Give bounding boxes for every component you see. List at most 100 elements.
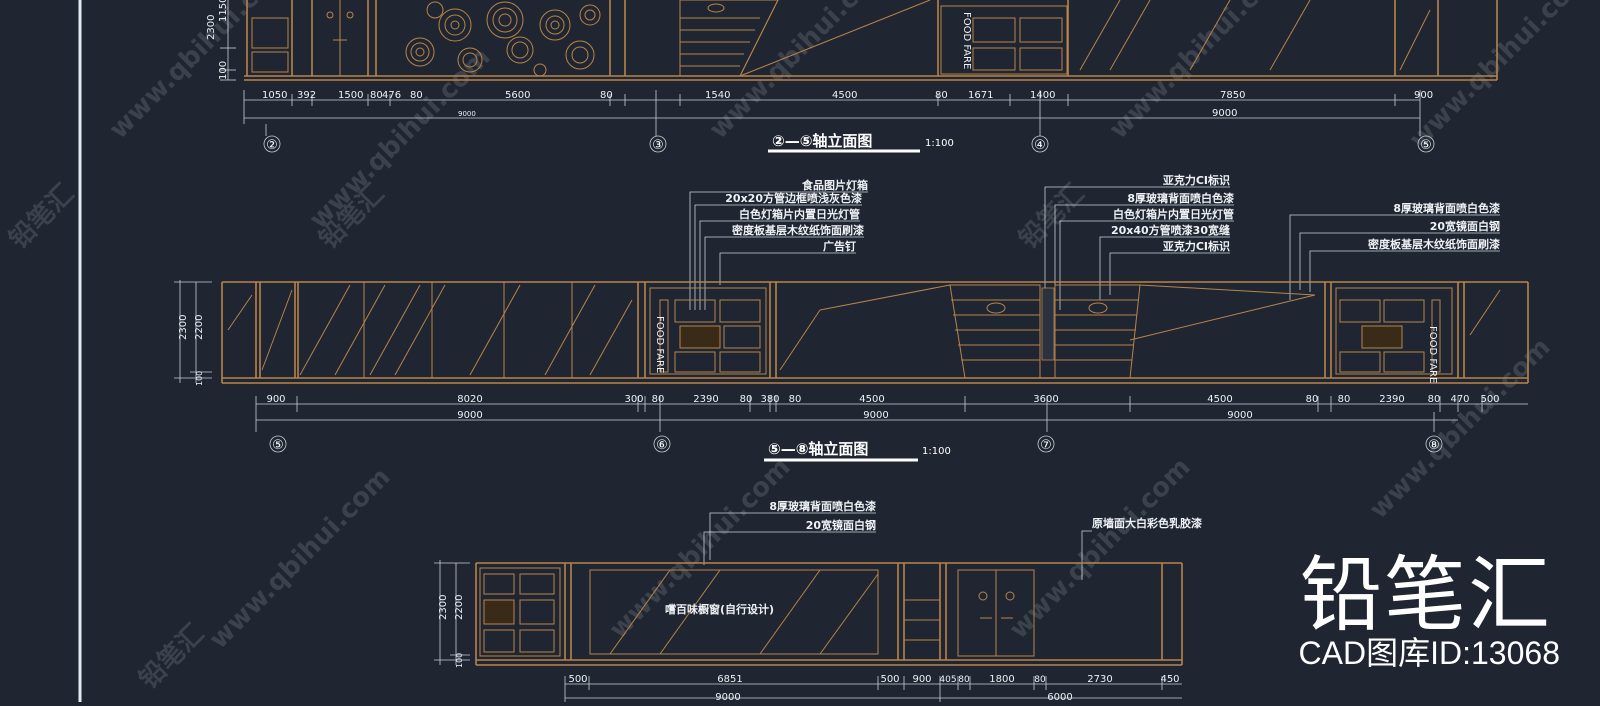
e3-dim-2: 6851 [717, 674, 742, 685]
watermark-diagonal-2: www.qbihui.com [304, 42, 497, 235]
e3-left-cabinet [479, 567, 561, 657]
e3-frame [475, 562, 1183, 666]
e2-dim-14: 2390 [1379, 394, 1404, 405]
e2-dims-top: 900 8020 300 80 2390 80 380 80 4500 3600… [266, 394, 1499, 405]
e1-circle-pattern [405, 1, 601, 77]
e2-note-mid-2: 8厚玻璃背面喷白色漆 [1127, 191, 1234, 205]
e2-axis-1: ⑤ [272, 438, 284, 453]
watermark-diagonal-6: www.qbihui.com [204, 462, 397, 655]
e2-height-dims [174, 280, 212, 383]
elevation-2: 食品图片灯箱 20x20方管边框喷浅灰色漆 白色灯箱片内置日光灯管 密度板基层木… [174, 173, 1529, 462]
watermark-stamp-3: 铅笔汇 [1013, 178, 1090, 255]
e3-dim-1: 500 [568, 674, 587, 685]
e2-leaders-left [689, 191, 868, 310]
e2-dim-17: 500 [1480, 394, 1499, 405]
e1-dims-top: 1050 392 1500 80 476 80 5600 80 1540 450… [262, 90, 1433, 101]
e2-leaders-mid [1044, 186, 1234, 310]
e1-glass-hatch [1079, 0, 1431, 71]
e3-dim-10: 450 [1160, 674, 1179, 685]
e3-notes-left: 8厚玻璃背面喷白色漆 20宽镜面白钢 [769, 499, 876, 532]
e2-dim-7: 380 [760, 394, 779, 405]
e1-dims-bottom: 9000 9000 [458, 108, 1237, 119]
e2-center-panels [779, 284, 1316, 379]
watermark-stamp-4: 铅笔汇 [133, 618, 210, 695]
watermark-stamp-1: 铅笔汇 [3, 178, 80, 255]
e1-axis-2: ③ [652, 138, 664, 153]
e2-dim-lines [255, 396, 1528, 432]
e3-middle-shelves [904, 599, 940, 641]
e1-dim-1: 1050 [262, 90, 287, 101]
e2-height-labels: 2300 2200 100 [178, 315, 205, 386]
e1-height-labels: 2300 1150 100 [206, 0, 229, 80]
e2-note-mid-4: 20x40方管喷漆30宽缝 [1111, 223, 1230, 237]
e1-dim-bottom-1: 9000 [458, 110, 476, 118]
e2-dim-9: 4500 [859, 394, 884, 405]
e1-center-panel [679, 0, 931, 77]
e3-double-door [957, 569, 1035, 657]
e2-dim-4: 80 [652, 394, 665, 405]
e2-note-mid-5: 亚克力CI标识 [1163, 239, 1230, 253]
e2-dim-bottom-1: 9000 [457, 410, 482, 421]
e1-scale: 1:100 [925, 138, 954, 149]
e2-dim-13: 80 [1338, 394, 1351, 405]
e2-note-mid-3: 白色灯箱片内置日光灯管 [1113, 207, 1234, 221]
e2-leaders-right [1289, 214, 1500, 300]
e1-sign-text: FOOD FARE [961, 12, 972, 69]
e1-dim-bottom-2: 9000 [1212, 108, 1237, 119]
e2-title: ⑤—⑧轴立面图 [768, 440, 868, 458]
e1-dim-14: 7850 [1220, 90, 1245, 101]
e3-dim-4: 900 [912, 674, 931, 685]
e2-axis-3: ⑦ [1040, 438, 1052, 453]
e3-dim-bottom-2: 6000 [1047, 692, 1072, 702]
e1-axis-4: ⑤ [1420, 138, 1432, 153]
e1-dim-6: 80 [410, 90, 423, 101]
e2-dim-12: 80 [1306, 394, 1319, 405]
watermark-diagonal-7: www.qbihui.com [604, 452, 797, 645]
watermark-diagonal-8: www.qbihui.com [1004, 452, 1197, 645]
watermark-diagonal-5: www.qbihui.com [1404, 0, 1597, 155]
e2-height-2: 2200 [194, 315, 205, 340]
e2-notes-left: 食品图片灯箱 20x20方管边框喷浅灰色漆 白色灯箱片内置日光灯管 密度板基层木… [725, 178, 868, 253]
e3-height-labels: 2300 2200 100 [438, 595, 465, 668]
e2-dim-5: 2390 [693, 394, 718, 405]
elevation-1: FOOD FARE [206, 0, 1498, 153]
e2-note-left-1: 食品图片灯箱 [802, 178, 868, 192]
e3-dim-5: 405 [939, 675, 956, 685]
e2-dim-bottom-3: 9000 [1227, 410, 1252, 421]
e3-dim-9: 2730 [1087, 674, 1112, 685]
e2-dim-2: 8020 [457, 394, 482, 405]
e1-height-dims [220, 0, 236, 81]
e2-dim-11: 4500 [1207, 394, 1232, 405]
e1-axis-markers [263, 135, 1435, 153]
e3-note-left-1: 8厚玻璃背面喷白色漆 [769, 499, 876, 513]
e3-dim-3: 500 [880, 674, 899, 685]
e2-dim-bottom-2: 9000 [863, 410, 888, 421]
e2-glass-hatch-left [227, 282, 1501, 378]
e3-dims-top: 500 6851 500 900 405 80 1800 80 2730 450 [568, 674, 1179, 685]
e1-height-3: 100 [218, 61, 229, 80]
e1-verticals [246, 0, 1498, 80]
e2-dim-15: 80 [1428, 394, 1441, 405]
e2-frame [221, 281, 1529, 384]
e3-window-label: 嚐百味橱窗(自行设计) [665, 602, 774, 616]
e1-dim-3: 1500 [338, 90, 363, 101]
e1-dim-9: 1540 [705, 90, 730, 101]
brand-watermark: 铅笔汇 [1299, 548, 1552, 643]
e2-dim-8: 80 [789, 394, 802, 405]
e2-note-left-3: 白色灯箱片内置日光灯管 [739, 207, 860, 221]
e1-dim-15: 900 [1414, 90, 1433, 101]
watermark-diagonal-3: www.qbihui.com [704, 0, 897, 145]
e1-dim-11: 80 [935, 90, 948, 101]
e1-height-1: 2300 [206, 15, 217, 40]
e2-dim-10: 3600 [1033, 394, 1058, 405]
e2-dim-16: 470 [1450, 394, 1469, 405]
e1-dim-2: 392 [297, 90, 316, 101]
e2-sign-right: FOOD FARE [1427, 326, 1438, 383]
e1-food-fare-box [940, 5, 1068, 75]
e3-dim-8: 80 [1034, 675, 1046, 685]
e3-note-right: 原墙面大白彩色乳胶漆 [1092, 516, 1202, 530]
e1-height-2: 1150 [218, 0, 229, 22]
e3-dim-bottom-1: 9000 [715, 692, 740, 702]
e3-dim-7: 1800 [989, 674, 1014, 685]
